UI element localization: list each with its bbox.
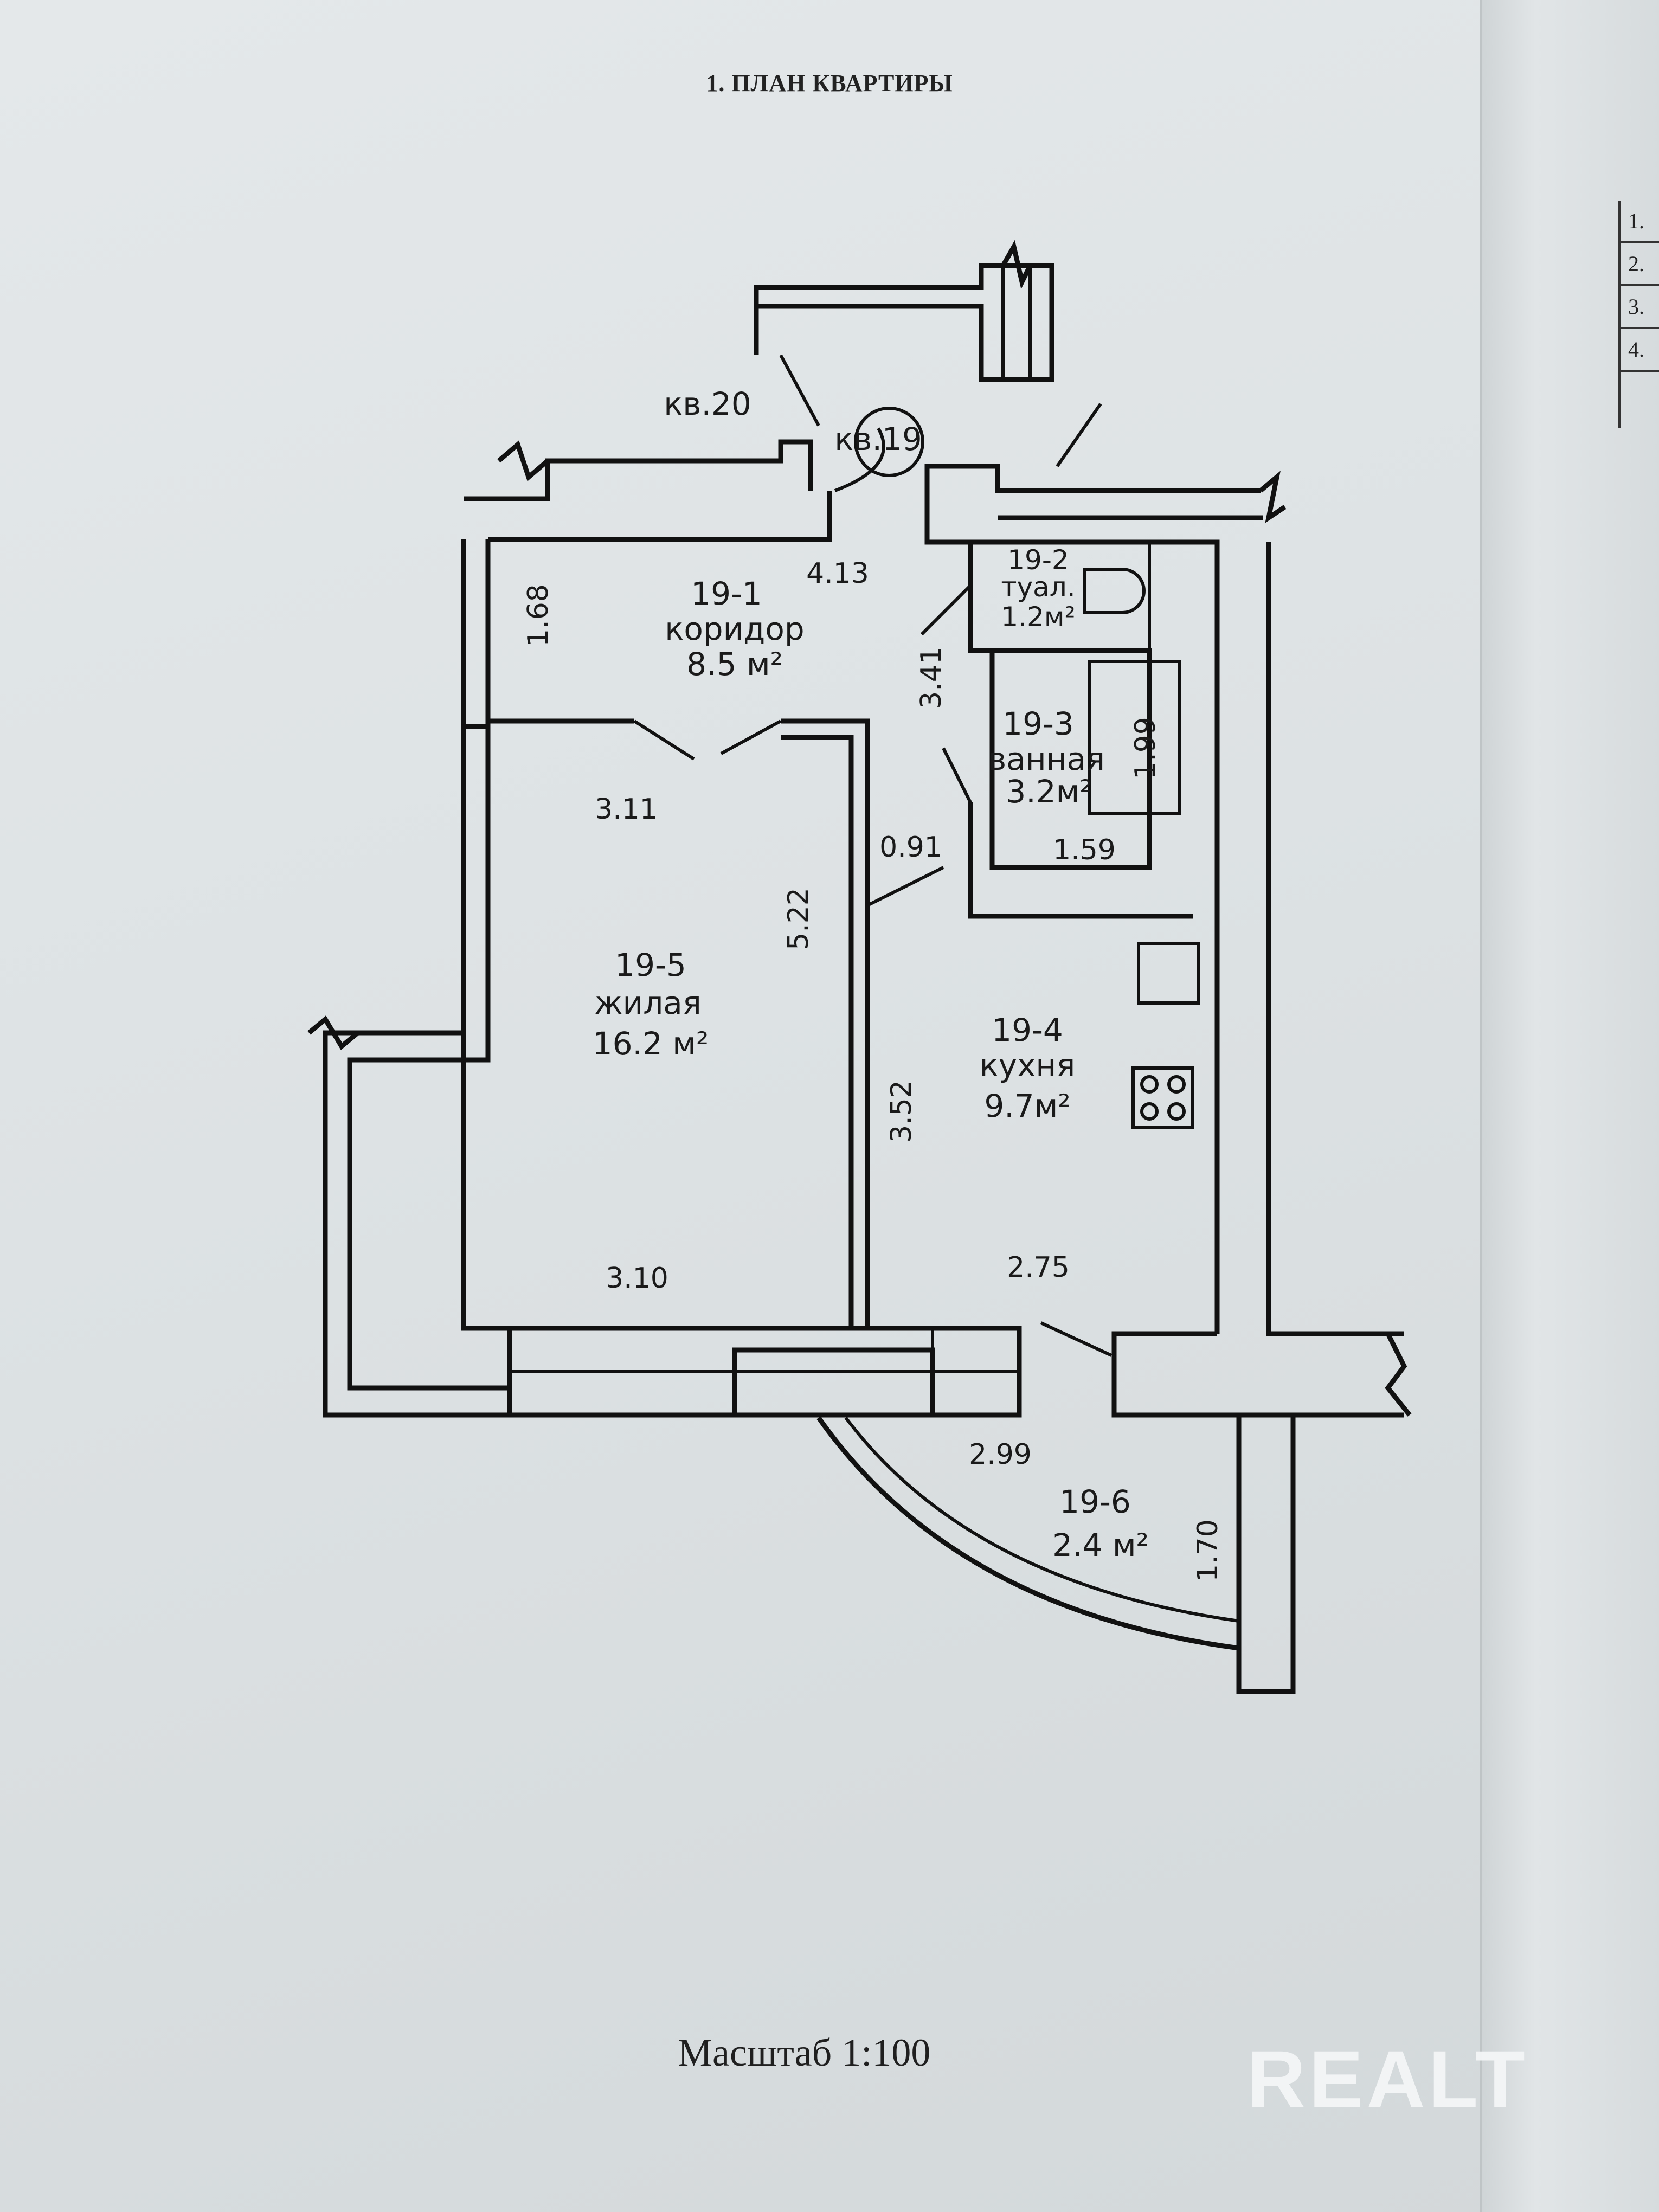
wall-break-right-top [1259,471,1287,523]
room-name-toilet: туал. [1001,571,1075,603]
outer-wall-left [323,539,510,1418]
dim-living-depth: 5.22 [782,888,815,950]
dim-kitchen-width: 2.75 [1007,1251,1070,1284]
room-id-corridor: 19-1 [691,575,762,612]
side-table-fragment: 1. 2. 3. 4. [1618,201,1659,428]
side-table-row: 3. [1621,286,1659,329]
wall-break-right-bottom [1385,1332,1412,1417]
side-table-row: 1. [1621,201,1659,243]
dim-kitchen-door: 0.91 [879,831,942,864]
top-wall-break [497,440,549,481]
toilet-bowl [1083,568,1146,614]
entry-door-arc [834,427,885,492]
living-top-wall [464,721,491,729]
neighbor-label-left: кв.20 [664,385,751,422]
dim-balcony-depth: 1.70 [1192,1519,1224,1582]
stove-burner [1167,1102,1186,1121]
balcony-window [732,1347,935,1418]
room-id-bathroom: 19-3 [1002,705,1074,742]
living-door-leaf-right [720,719,782,755]
living-door-leaf-left [633,719,695,761]
balcony-door-leaf [1056,403,1102,467]
dim-living-bottom: 3.10 [606,1262,668,1295]
dim-balcony-width: 2.99 [969,1438,1032,1471]
room-area-kitchen: 9.7м² [984,1088,1070,1124]
underlying-page-edge [1480,0,1659,2212]
dim-corridor-width: 4.13 [806,557,869,590]
bathtub [1088,660,1181,815]
dim-kitchen-depth: 3.52 [885,1080,918,1143]
realt-watermark-logo: REALT [1247,2034,1528,2125]
duct-break [1001,240,1033,290]
neighbor-label-current: кв.19 [834,421,922,458]
living-partition-right-inner [781,735,854,1328]
room-id-balcony: 19-6 [1059,1483,1131,1520]
top-right-wall-inner [924,491,1220,1334]
top-wall-outer [464,439,813,501]
top-wall-inner [488,491,832,542]
document-title: 1. ПЛАН КВАРТИРЫ [706,70,953,97]
room-name-bathroom: ванная [988,741,1105,777]
room-id-kitchen: 19-4 [992,1012,1063,1049]
dim-corridor-right: 3.41 [915,646,948,709]
balcony-arc [816,1416,1239,1651]
stove-burner [1140,1075,1159,1094]
duct-upper [754,263,1054,382]
bath-lower-wall [968,867,1193,919]
kitchen-stove [1131,1066,1194,1129]
bath-door [942,747,972,803]
outer-wall-right [1266,542,1404,1336]
top-right-wall [924,464,1261,493]
room-id-living: 19-5 [615,947,686,983]
side-table-row: 4. [1621,329,1659,372]
room-area-toilet: 1.2м² [1001,601,1075,633]
dim-living-top: 3.11 [595,793,658,826]
room-area-corridor: 8.5 м² [686,646,783,683]
room-name-living: жилая [594,985,701,1021]
scale-caption: Масштаб 1:100 [678,2031,931,2074]
wall-break-left [307,1015,359,1050]
balcony-door [1040,1321,1113,1357]
room-name-corridor: коридор [665,610,804,647]
dim-bath-width: 1.59 [1053,834,1116,866]
stove-burner [1140,1102,1159,1121]
living-partition-right [781,718,870,1328]
outer-wall-right-inner [1111,1331,1404,1418]
toilet-door [920,584,972,636]
room-id-toilet: 19-2 [1007,544,1069,576]
room-area-living: 16.2 м² [593,1025,709,1062]
kitchen-door [866,866,944,907]
side-table-row: 2. [1621,243,1659,286]
room-area-balcony: 2.4 м² [1052,1527,1149,1564]
outer-wall-left-inner [347,539,510,1391]
unit-marker-circle [854,407,924,477]
stove-burner [1167,1075,1186,1094]
balcony-right-wall [1236,1415,1296,1694]
toilet-wall [968,542,1152,870]
room-area-bathroom: 3.2м² [1006,773,1092,810]
entry-door-leaf [779,354,820,427]
balcony-arc-inner [844,1417,1239,1623]
room-name-kitchen: кухня [980,1047,1076,1084]
dim-corridor-depth: 1.68 [522,584,555,647]
dim-bath-depth: 1.99 [1129,717,1162,780]
kitchen-sink [1137,942,1200,1005]
